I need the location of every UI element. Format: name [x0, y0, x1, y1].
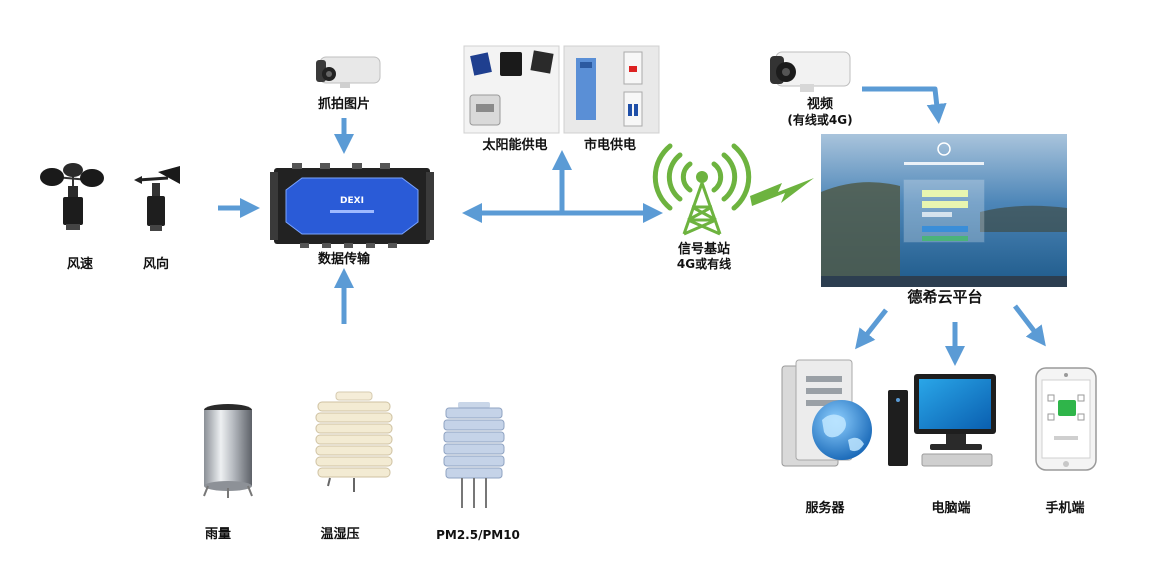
arrows: [218, 86, 1046, 366]
data-transmission-label: 数据传输: [317, 252, 370, 267]
data-transmission-device: DEXI: [270, 163, 434, 248]
mobile-phone-icon: [1035, 367, 1097, 471]
device-brand: DEXI: [340, 196, 364, 206]
platform-label: 德希云平台: [907, 288, 983, 306]
video-camera-icon: [770, 51, 851, 92]
pc-icon: [888, 374, 996, 467]
radiation-shield-icon: [315, 391, 393, 492]
server-label: 服务器: [805, 501, 845, 516]
base-station-sublabel: 4G或有线: [676, 257, 732, 271]
pm-sensor-icon: [443, 402, 505, 508]
anemometer-icon: [40, 163, 104, 230]
temp-humidity-pressure-label: 温湿压: [320, 527, 360, 542]
rain-gauge-icon: [203, 404, 253, 498]
wireless-signal-icon: [750, 178, 814, 206]
solar-power-picture: [463, 45, 560, 134]
mains-power-label: 市电供电: [583, 138, 636, 153]
solar-power-label: 太阳能供电: [482, 138, 548, 153]
mains-power-picture: [563, 45, 660, 134]
video-label: 视频: [806, 97, 833, 112]
arrow-platform-to-server: [855, 308, 888, 350]
rain-label: 雨量: [204, 527, 231, 542]
base-station-label: 信号基站: [677, 242, 730, 257]
video-sublabel: (有线或4G): [787, 113, 853, 127]
wind-vane-icon: [134, 166, 180, 231]
camera-icon: [316, 56, 381, 88]
pc-label: 电脑端: [931, 501, 971, 516]
wind-direction-label: 风向: [142, 257, 169, 272]
wind-speed-label: 风速: [66, 257, 93, 272]
arrow-video-to-platform: [862, 86, 947, 124]
pm-label: PM2.5/PM10: [436, 528, 520, 542]
arrow-platform-to-mobile: [1013, 304, 1046, 347]
capture-label: 抓拍图片: [317, 97, 370, 112]
cloud-platform-screenshot: [821, 134, 1067, 287]
server-icon: [781, 359, 872, 467]
signal-tower-icon: [652, 143, 752, 236]
mobile-label: 手机端: [1045, 501, 1085, 516]
